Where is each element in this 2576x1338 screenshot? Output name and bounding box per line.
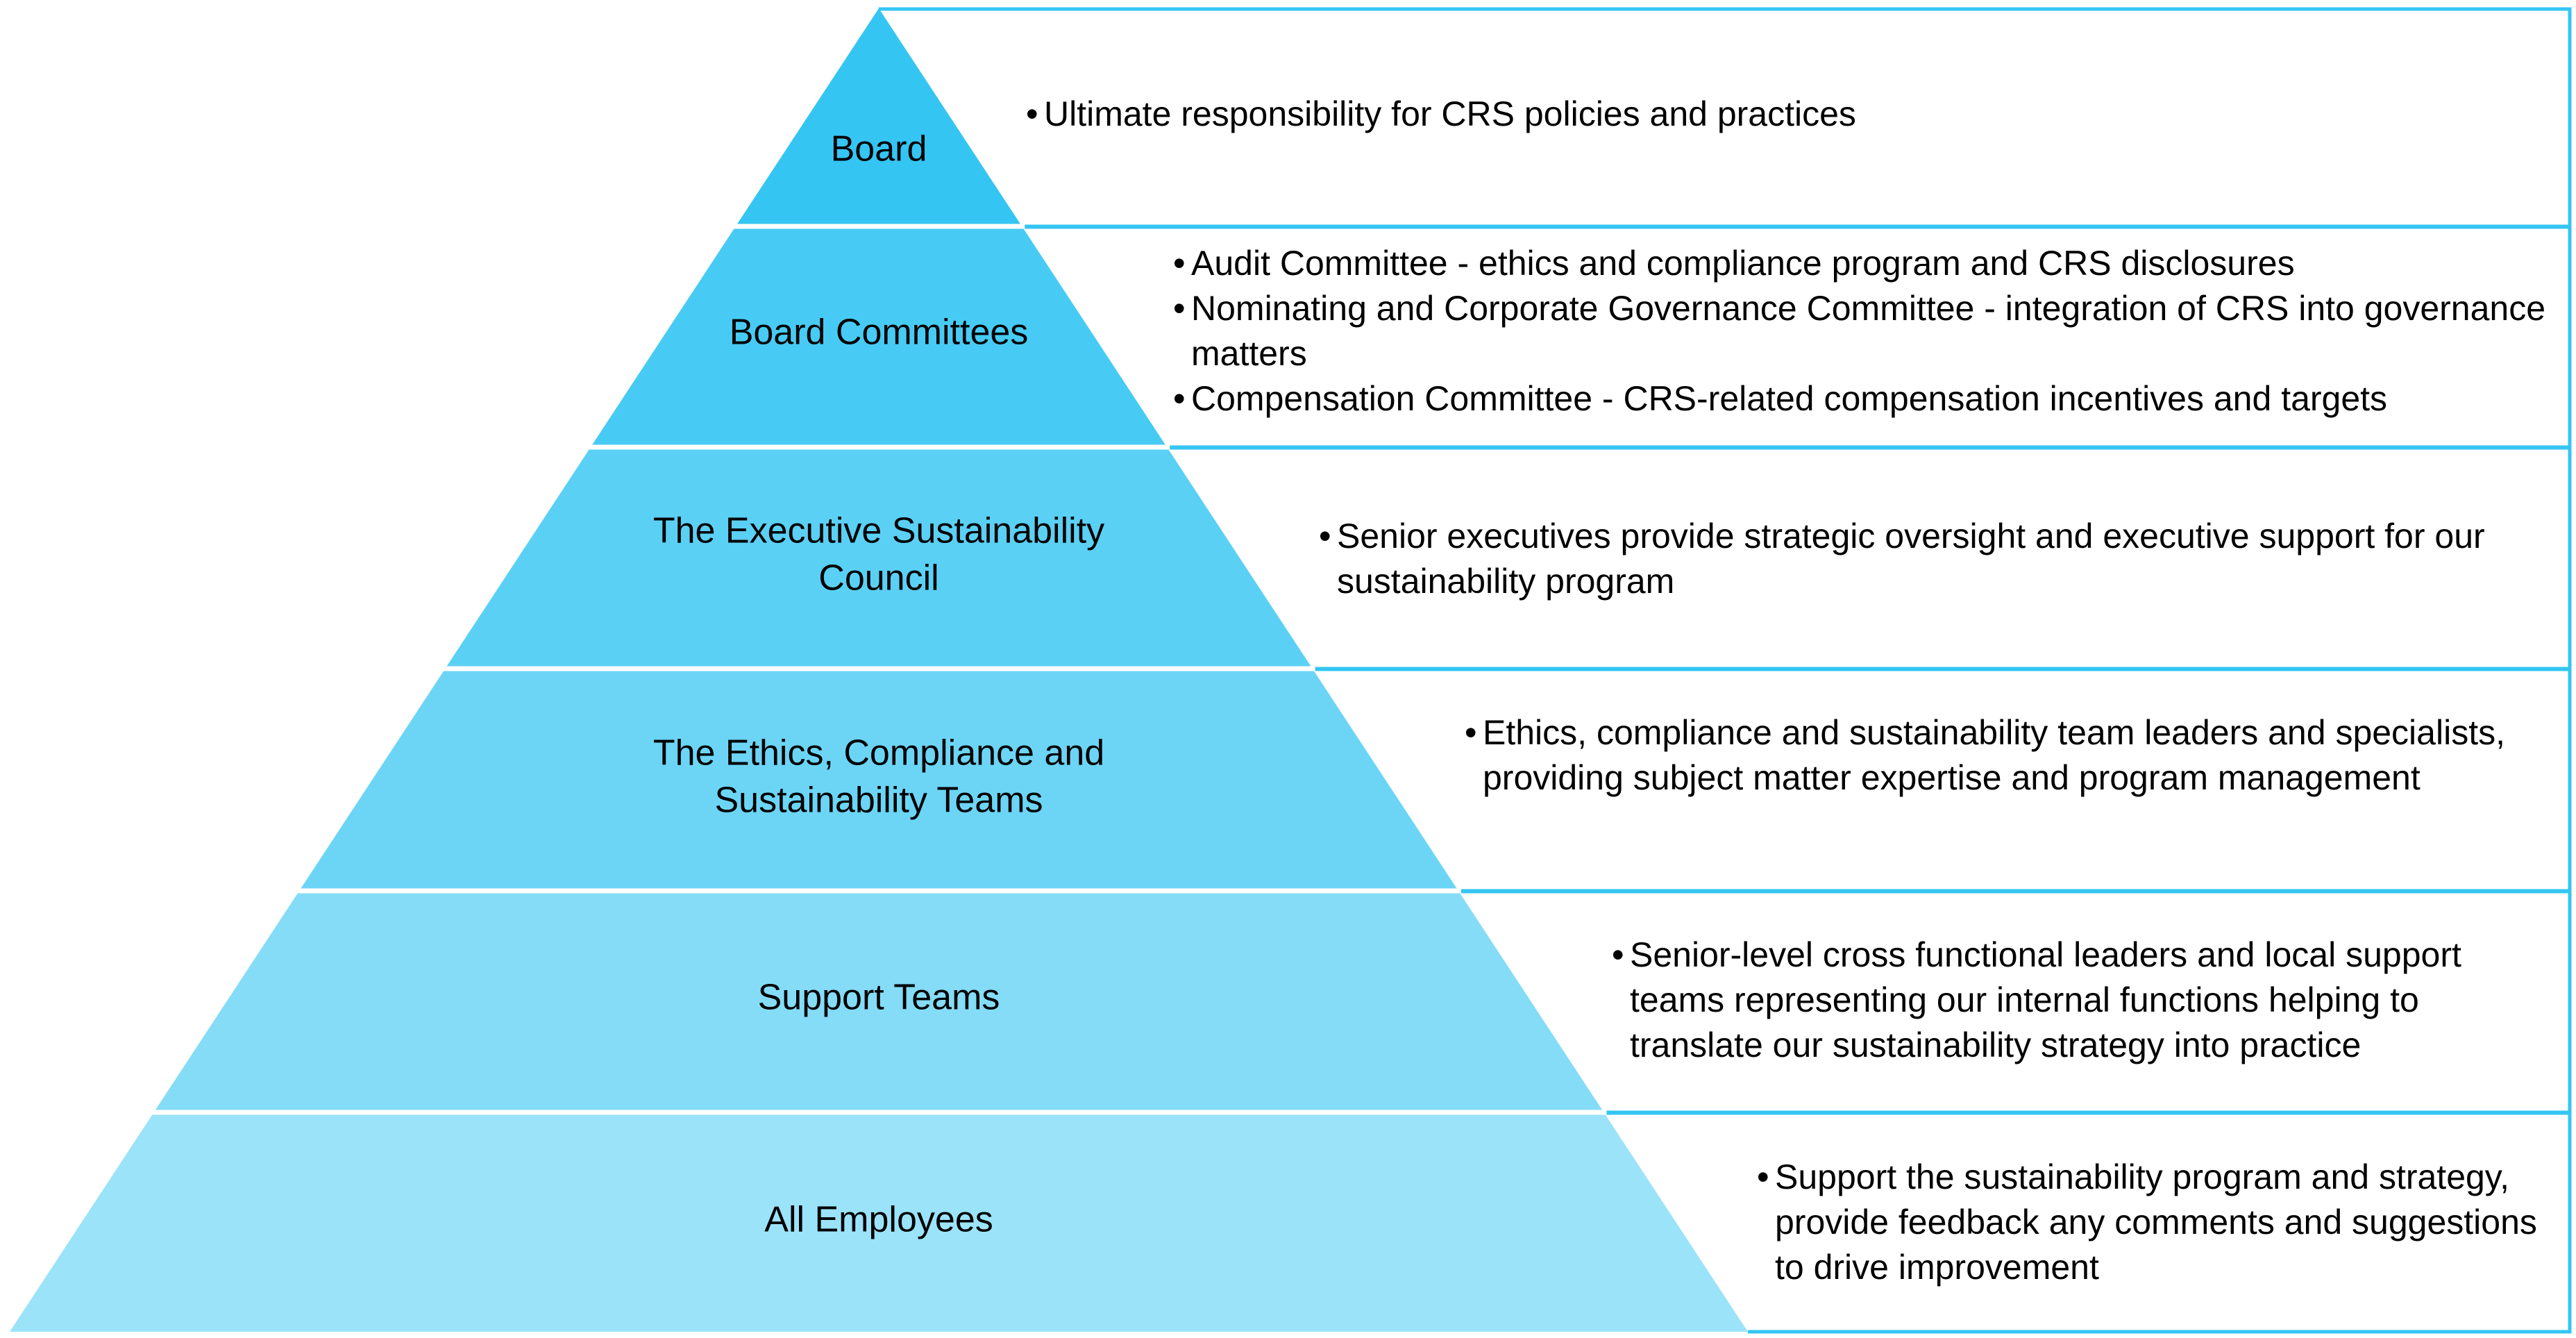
pyramid-tier-2 [590,226,1168,447]
pyramid-tier-3 [445,447,1313,669]
bullet-item: Audit Committee - ethics and compliance … [1173,241,2554,286]
tier-label-4-line-2: Sustainability Teams [714,780,1043,821]
tier-description-5: Senior-level cross functional leaders an… [1612,933,2556,1068]
bullet-item: Ultimate responsibility for CRS policies… [1026,92,2553,137]
tier-description-2: Audit Committee - ethics and compliance … [1173,241,2554,421]
bullet-item: Ethics, compliance and sustainability te… [1465,710,2561,801]
pyramid-tier-4 [299,669,1458,891]
description-box-6 [1603,1111,2572,1334]
tier-label-4-line-1: The Ethics, Compliance and [653,733,1104,773]
tier-label-6-line-1: All Employees [764,1200,993,1240]
description-boxes [879,7,2572,1334]
pyramid-tier-1 [735,8,1022,226]
bullet-item: Senior executives provide strategic over… [1319,514,2561,604]
pyramid-tier-6 [10,1112,1748,1332]
tier-description-3: Senior executives provide strategic over… [1319,514,2561,604]
bullet-item: Support the sustainability program and s… [1757,1155,2562,1290]
tier-description-1: Ultimate responsibility for CRS policies… [1026,92,2553,137]
bullet-item: Nominating and Corporate Governance Comm… [1173,286,2554,376]
tier-label-5-line-1: Support Teams [758,978,1000,1018]
bullet-item: Compensation Committee - CRS-related com… [1173,376,2554,421]
tier-label-2-line-1: Board Committees [730,312,1029,353]
pyramid [10,8,1748,1332]
tier-label-3-line-1: The Executive Sustainability [653,511,1104,551]
tier-description-6: Support the sustainability program and s… [1757,1155,2562,1290]
tier-description-4: Ethics, compliance and sustainability te… [1465,710,2561,801]
tier-label-3-line-2: Council [818,558,938,599]
tier-label-1-line-1: Board [831,129,927,169]
pyramid-tier-5 [153,891,1604,1112]
bullet-item: Senior-level cross functional leaders an… [1612,933,2556,1068]
